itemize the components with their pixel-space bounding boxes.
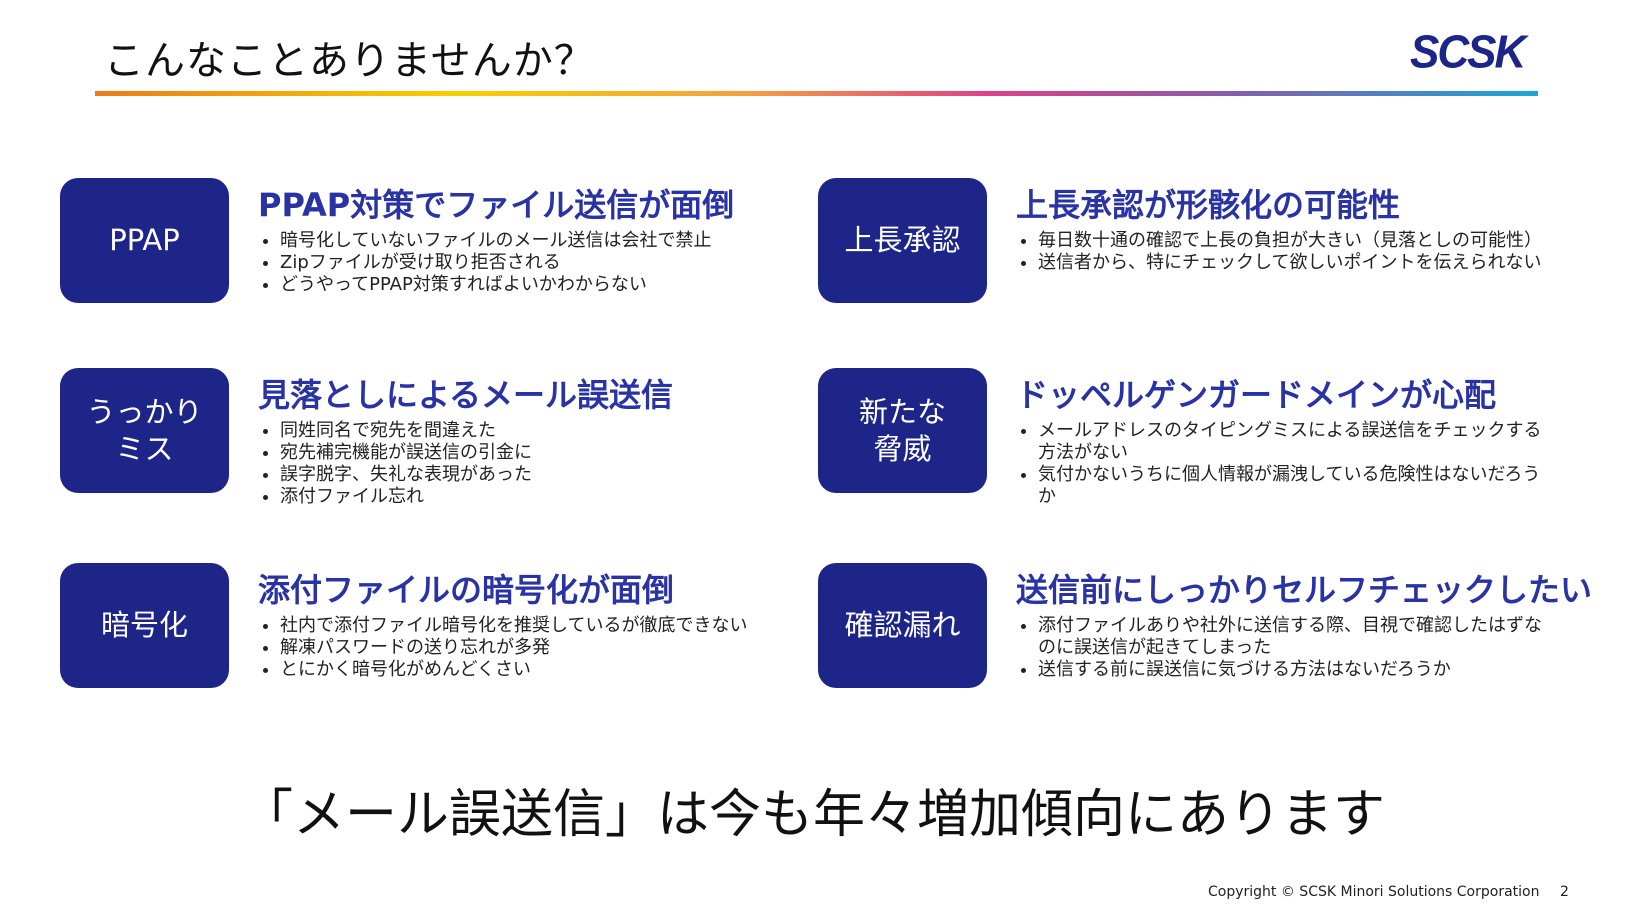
card-approval: 上長承認 上長承認が形骸化の可能性 毎日数十通の確認で上長の負担が大きい（見落と…	[818, 178, 1558, 308]
bullet-list: 社内で添付ファイル暗号化を推奨しているが徹底できない 解凍パスワードの送り忘れが…	[258, 615, 800, 681]
bullet-list: 毎日数十通の確認で上長の負担が大きい（見落としの可能性） 送信者から、特にチェッ…	[1016, 230, 1558, 274]
badge: うっかり ミス	[60, 368, 229, 493]
bullet-list: 暗号化していないファイルのメール送信は会社で禁止 Zipファイルが受け取り拒否さ…	[258, 230, 800, 296]
gradient-divider	[95, 91, 1538, 96]
list-item: 添付ファイル忘れ	[280, 486, 800, 508]
list-item: 社内で添付ファイル暗号化を推奨しているが徹底できない	[280, 615, 800, 637]
list-item: 毎日数十通の確認で上長の負担が大きい（見落としの可能性）	[1038, 230, 1558, 252]
list-item: 送信者から、特にチェックして欲しいポイントを伝えられない	[1038, 252, 1558, 274]
list-item: 同姓同名で宛先を間違えた	[280, 420, 800, 442]
copyright: Copyright © SCSK Minori Solutions Corpor…	[1208, 884, 1540, 900]
list-item: 送信する前に誤送信に気づける方法はないだろうか	[1038, 659, 1558, 681]
list-item: 宛先補完機能が誤送信の引金に	[280, 442, 800, 464]
list-item: メールアドレスのタイピングミスによる誤送信をチェックする方法がない	[1038, 420, 1558, 464]
list-item: 解凍パスワードの送り忘れが多発	[280, 637, 800, 659]
badge: 確認漏れ	[818, 563, 987, 688]
card-heading: ドッペルゲンガードメインが心配	[1016, 376, 1497, 414]
list-item: 誤字脱字、失礼な表現があった	[280, 464, 800, 486]
card-new-threat: 新たな 脅威 ドッペルゲンガードメインが心配 メールアドレスのタイピングミスによ…	[818, 368, 1558, 507]
scsk-logo: SCSK	[1410, 26, 1526, 79]
card-heading: 送信前にしっかりセルフチェックしたい	[1016, 571, 1593, 609]
badge: 上長承認	[818, 178, 987, 303]
card-heading: 上長承認が形骸化の可能性	[1016, 186, 1401, 224]
card-check-omission: 確認漏れ 送信前にしっかりセルフチェックしたい 添付ファイルありや社外に送信する…	[818, 563, 1592, 693]
card-heading: 見落としによるメール誤送信	[258, 376, 674, 414]
list-item: 暗号化していないファイルのメール送信は会社で禁止	[280, 230, 800, 252]
card-ppap: PPAP PPAP対策でファイル送信が面倒 暗号化していないファイルのメール送信…	[60, 178, 800, 308]
card-encryption: 暗号化 添付ファイルの暗号化が面倒 社内で添付ファイル暗号化を推奨しているが徹底…	[60, 563, 800, 693]
bullet-list: 添付ファイルありや社外に送信する際、目視で確認したはずなのに誤送信が起きてしまっ…	[1016, 615, 1558, 681]
bullet-list: 同姓同名で宛先を間違えた 宛先補完機能が誤送信の引金に 誤字脱字、失礼な表現があ…	[258, 420, 800, 508]
badge: 暗号化	[60, 563, 229, 688]
list-item: とにかく暗号化がめんどくさい	[280, 659, 800, 681]
list-item: どうやってPPAP対策すればよいかわからない	[280, 274, 800, 296]
list-item: 添付ファイルありや社外に送信する際、目視で確認したはずなのに誤送信が起きてしまっ…	[1038, 615, 1558, 659]
bullet-list: メールアドレスのタイピングミスによる誤送信をチェックする方法がない 気付かないう…	[1016, 420, 1558, 508]
card-heading: PPAP対策でファイル送信が面倒	[258, 186, 735, 224]
badge: 新たな 脅威	[818, 368, 987, 493]
card-heading: 添付ファイルの暗号化が面倒	[258, 571, 675, 609]
list-item: Zipファイルが受け取り拒否される	[280, 252, 800, 274]
page-number: 2	[1560, 884, 1569, 900]
slide-title: こんなことありませんか？	[104, 38, 595, 84]
card-careless-mistake: うっかり ミス 見落としによるメール誤送信 同姓同名で宛先を間違えた 宛先補完機…	[60, 368, 800, 507]
list-item: 気付かないうちに個人情報が漏洩している危険性はないだろうか	[1038, 464, 1558, 508]
bottom-message: 「メール誤送信」は今も年々増加傾向にあります	[240, 785, 1385, 845]
badge: PPAP	[60, 178, 229, 303]
